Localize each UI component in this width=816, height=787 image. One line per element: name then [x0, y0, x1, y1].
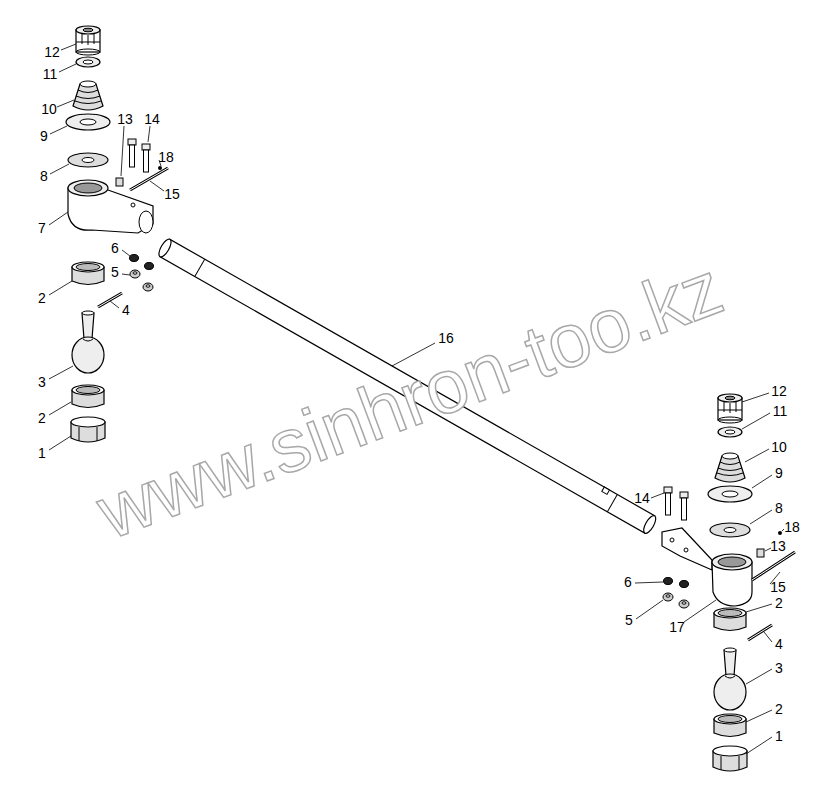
callout-number: 10 [41, 102, 57, 116]
callout-number: 4 [122, 303, 130, 317]
callout-number: 14 [634, 491, 650, 505]
callout-number: 3 [38, 375, 46, 389]
leader-lines [49, 44, 784, 754]
callout-number: 2 [38, 411, 46, 425]
callout-number: 5 [625, 613, 633, 627]
callout-number: 6 [111, 241, 119, 255]
callout-number: 18 [784, 520, 800, 534]
callout-number: 13 [770, 539, 786, 553]
callout-number: 12 [771, 384, 787, 398]
callout-number: 3 [775, 661, 783, 675]
callout-number: 17 [669, 620, 685, 634]
callout-number: 1 [38, 446, 46, 460]
callout-number: 2 [775, 702, 783, 716]
callout-number: 14 [144, 112, 160, 126]
callout-number: 10 [771, 440, 787, 454]
callout-number: 18 [158, 150, 174, 164]
callout-number: 4 [775, 637, 783, 651]
callout-number: 1 [775, 729, 783, 743]
callout-number: 8 [775, 501, 783, 515]
callout-number: 6 [624, 575, 632, 589]
callout-number: 9 [775, 466, 783, 480]
callout-number: 5 [111, 265, 119, 279]
callout-number: 2 [775, 596, 783, 610]
callout-number: 2 [38, 291, 46, 305]
callout-number: 15 [164, 187, 180, 201]
callout-number: 13 [117, 112, 133, 126]
callout-number: 12 [44, 45, 60, 59]
callout-number: 7 [38, 221, 46, 235]
callout-number: 9 [40, 129, 48, 143]
callout-number: 11 [773, 404, 788, 418]
callout-number: 8 [40, 169, 48, 183]
callout-number: 11 [43, 67, 58, 81]
callout-number: 15 [770, 580, 786, 594]
